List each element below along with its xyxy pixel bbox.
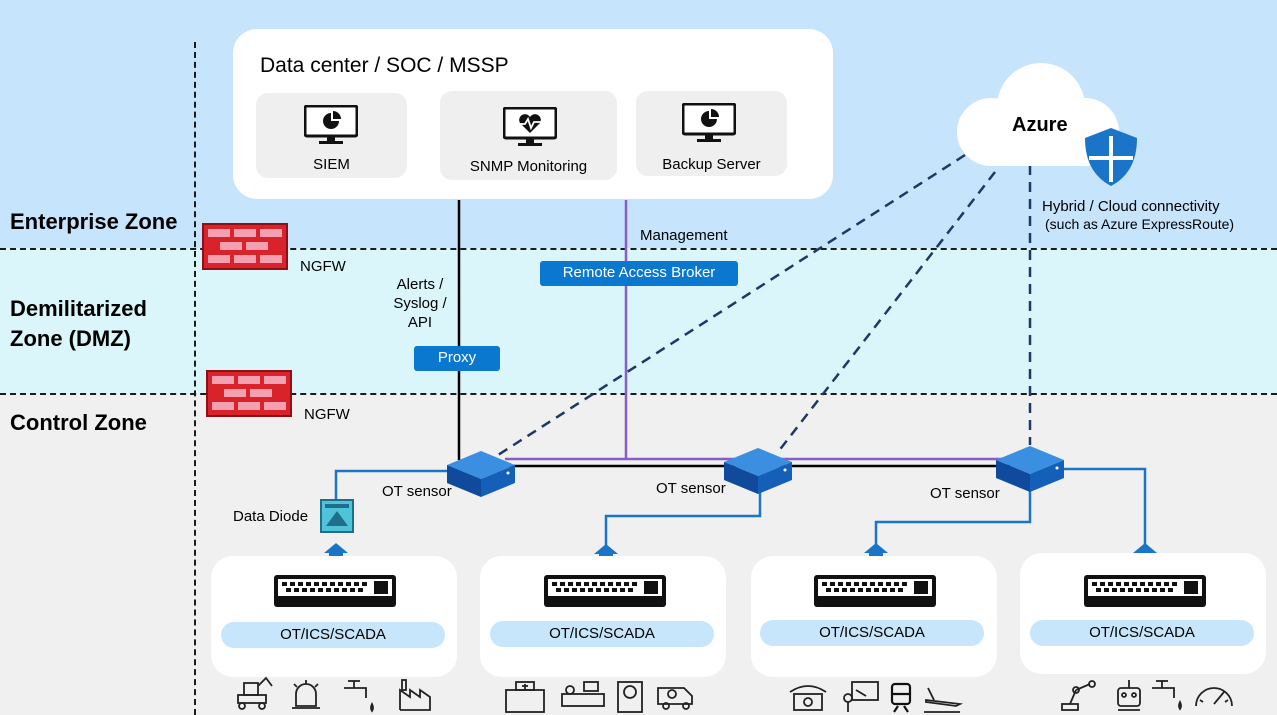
azure-link-1 bbox=[497, 153, 966, 457]
dmz-control-boundary bbox=[0, 393, 1277, 395]
factory-icon bbox=[399, 679, 431, 711]
monitor-chart-icon bbox=[304, 105, 358, 144]
ot-segment-4 bbox=[1020, 553, 1266, 674]
dmz-zone-label: Demilitarized Zone (DMZ) bbox=[10, 296, 147, 351]
water-tap-icon bbox=[344, 680, 374, 713]
classroom-icon bbox=[843, 681, 879, 712]
ot-segment-3-label: OT/ICS/SCADA bbox=[760, 620, 984, 646]
ambulance-icon bbox=[657, 687, 693, 710]
train-icon bbox=[890, 682, 912, 713]
telephone-icon bbox=[789, 685, 827, 711]
snmp-label: SNMP Monitoring bbox=[469, 158, 588, 175]
datacenter-title: Data center / SOC / MSSP bbox=[260, 54, 509, 77]
robot-icon bbox=[1117, 680, 1141, 711]
expressroute-label: (such as Azure ExpressRoute) bbox=[1045, 216, 1235, 232]
alarm-beacon-icon bbox=[292, 680, 320, 709]
network-switch-icon bbox=[1084, 575, 1206, 607]
sensor3-ot-link-b bbox=[1064, 467, 1147, 546]
water-tap-icon bbox=[1152, 680, 1182, 711]
snmp-card[interactable]: SNMP Monitoring bbox=[440, 91, 617, 180]
backup-server-card[interactable]: Backup Server bbox=[636, 91, 787, 176]
sensor2-ot-link bbox=[604, 490, 762, 547]
alerts-syslog-api-label: Alerts / Syslog / API bbox=[393, 276, 447, 331]
monitor-chart-icon bbox=[682, 103, 736, 142]
network-switch-icon bbox=[544, 575, 666, 607]
siem-label: SIEM bbox=[313, 156, 350, 173]
azure-cloud-icon bbox=[957, 63, 1119, 166]
gauge-icon bbox=[1195, 687, 1233, 707]
azure-label: Azure bbox=[1012, 114, 1068, 136]
shield-icon bbox=[1085, 128, 1137, 186]
control-zone-label: Control Zone bbox=[10, 410, 147, 435]
ot-segment-4-label: OT/ICS/SCADA bbox=[1030, 620, 1254, 646]
ot-sensor-1-label: OT sensor bbox=[382, 483, 452, 500]
sensor3-ot-link bbox=[874, 490, 1032, 546]
ngfw-lower-label: NGFW bbox=[304, 406, 350, 423]
ot-segment-1-label: OT/ICS/SCADA bbox=[221, 622, 445, 648]
zone-label-divider bbox=[194, 42, 196, 715]
network-switch-icon bbox=[274, 575, 396, 607]
airplane-icon bbox=[924, 687, 964, 713]
siem-card[interactable]: SIEM bbox=[256, 93, 407, 178]
medical-device-icon bbox=[617, 681, 643, 713]
enterprise-zone-label: Enterprise Zone bbox=[10, 209, 178, 234]
firewall-icon bbox=[206, 370, 292, 417]
excavator-icon bbox=[237, 676, 273, 710]
data-diode-icon bbox=[320, 499, 354, 533]
remote-access-broker-button[interactable]: Remote Access Broker bbox=[540, 261, 738, 286]
ngfw-upper-label: NGFW bbox=[300, 258, 346, 275]
management-label: Management bbox=[640, 227, 728, 244]
ot-sensor-2-label: OT sensor bbox=[656, 480, 726, 497]
azure-link-2 bbox=[777, 171, 996, 453]
sensor1-diode-link bbox=[334, 469, 447, 500]
monitor-heartbeat-icon bbox=[503, 107, 557, 146]
hybrid-connectivity-label: Hybrid / Cloud connectivity bbox=[1042, 198, 1220, 215]
network-switch-icon bbox=[814, 575, 936, 607]
data-diode-label: Data Diode bbox=[233, 508, 309, 525]
ot-sensor-3-label: OT sensor bbox=[930, 485, 1000, 502]
ot-sensor-icon[interactable] bbox=[443, 443, 519, 499]
backup-server-label: Backup Server bbox=[662, 156, 761, 173]
hospital-icon bbox=[505, 681, 545, 713]
enterprise-dmz-boundary bbox=[0, 248, 1277, 250]
proxy-button[interactable]: Proxy bbox=[414, 346, 500, 371]
ot-segment-2-label: OT/ICS/SCADA bbox=[490, 621, 714, 647]
patient-bed-icon bbox=[561, 681, 605, 707]
robot-arm-icon bbox=[1061, 680, 1096, 711]
ot-sensor-icon[interactable] bbox=[992, 438, 1068, 494]
firewall-icon bbox=[202, 223, 288, 270]
ot-sensor-icon[interactable] bbox=[720, 440, 796, 496]
